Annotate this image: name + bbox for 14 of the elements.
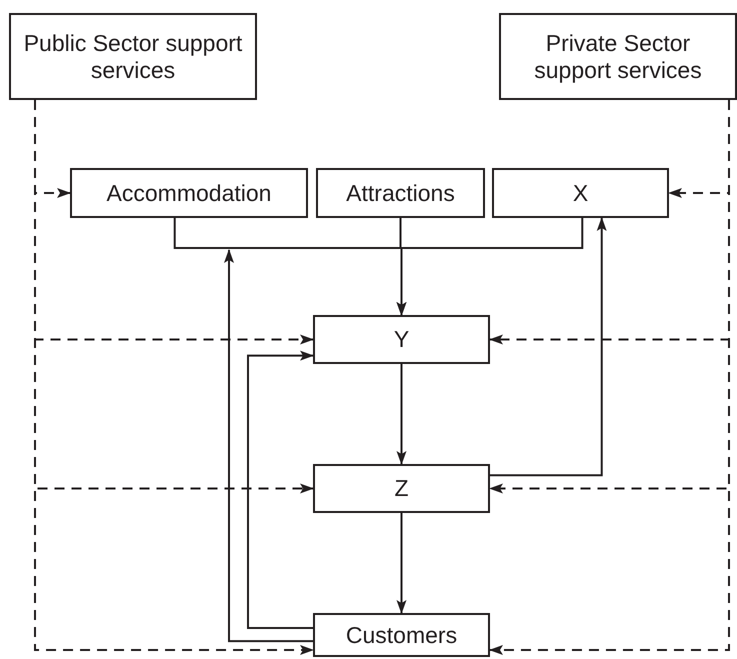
arrow xyxy=(490,217,607,476)
arrow xyxy=(396,364,406,465)
process-box: Y xyxy=(313,315,490,364)
process-box: Private Sector support services xyxy=(499,13,737,100)
process-box: Customers xyxy=(313,613,490,657)
process-box: Public Sector support services xyxy=(9,13,257,100)
arrow xyxy=(247,350,314,629)
process-box: Attractions xyxy=(316,168,485,218)
arrow xyxy=(224,249,313,642)
process-box: Z xyxy=(313,464,490,513)
arrow xyxy=(396,513,406,614)
process-box: X xyxy=(492,168,669,218)
arrow xyxy=(396,218,584,316)
process-box: Accommodation xyxy=(70,168,308,218)
